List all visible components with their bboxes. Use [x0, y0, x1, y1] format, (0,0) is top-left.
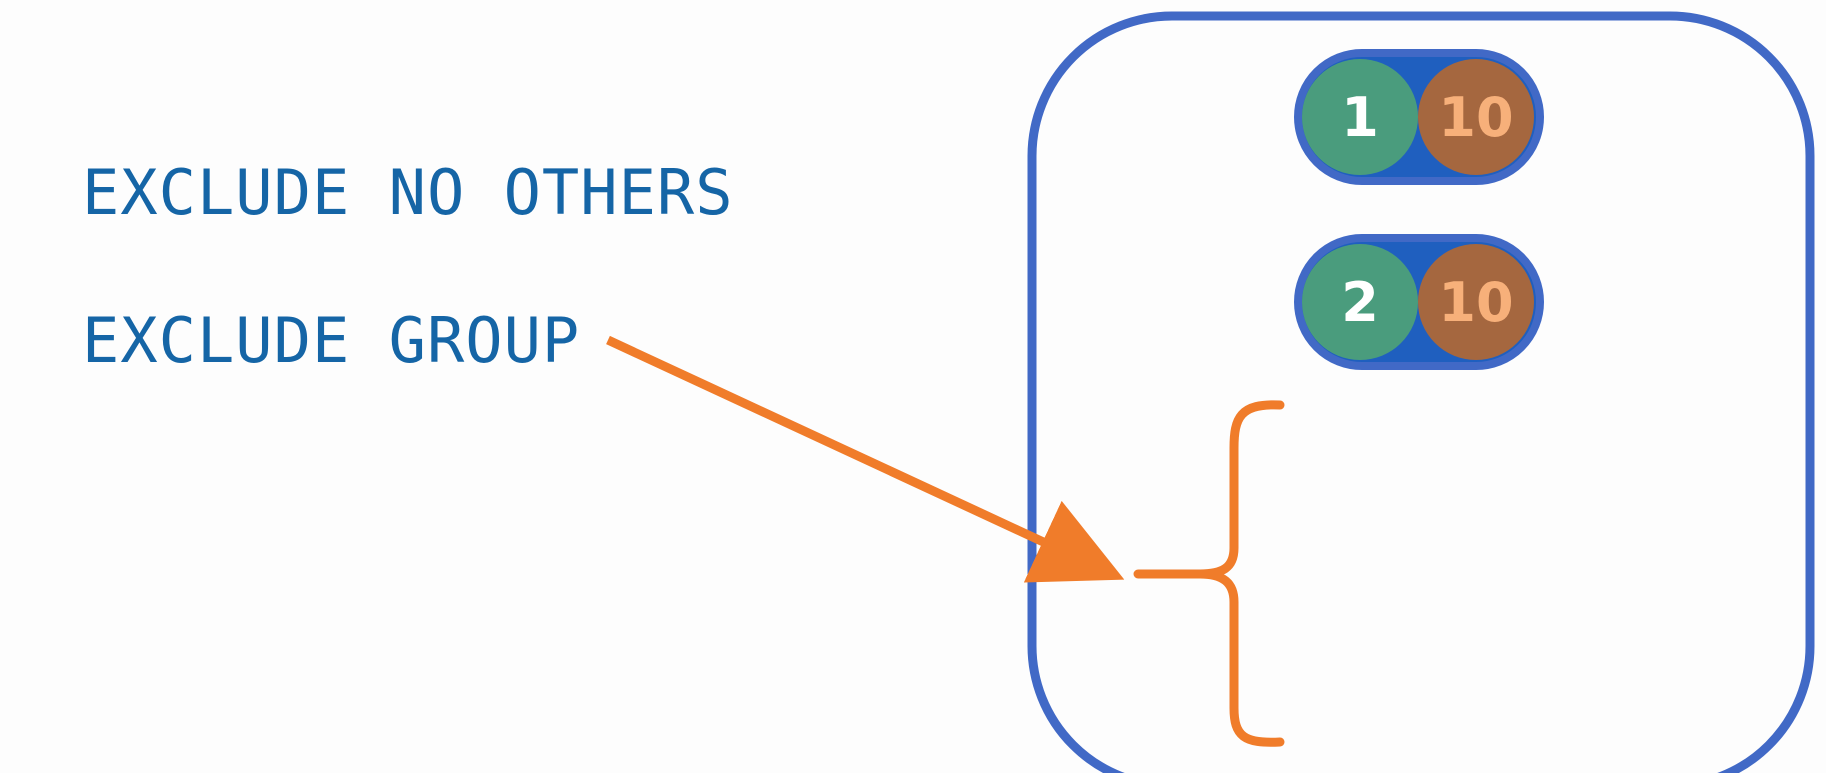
row-1-id: 1: [1341, 86, 1379, 149]
pointer-arrow: [606, 335, 1125, 583]
group-brace: [1133, 400, 1285, 747]
row-1-id-circle: [1302, 59, 1418, 175]
row-2-id-circle: [1302, 244, 1418, 360]
row-1-token: 1 10: [1294, 49, 1544, 185]
exclude-no-others-label: EXCLUDE NO OTHERS: [82, 156, 734, 229]
row-2-value: 10: [1438, 271, 1513, 334]
row-2-value-circle: [1418, 244, 1534, 360]
exclude-group-label: EXCLUDE GROUP: [82, 304, 581, 377]
row-2-token: 2 10: [1294, 234, 1544, 370]
row-1-value: 10: [1438, 86, 1513, 149]
window-frame: [1027, 11, 1815, 773]
row-1-value-circle: [1418, 59, 1534, 175]
row-2-id: 2: [1341, 271, 1379, 334]
